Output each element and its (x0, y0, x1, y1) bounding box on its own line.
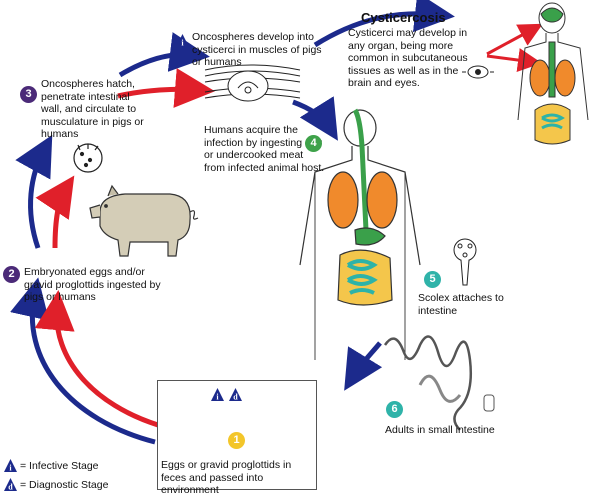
step-3-badge: 3 (20, 86, 37, 103)
arrow-2-to-3-blue (15, 134, 53, 249)
cycle-arrow-left-red (34, 290, 159, 428)
svg-text:i: i (216, 393, 219, 402)
arrow-2-to-3-red (35, 175, 75, 249)
svg-text:d: d (233, 393, 238, 402)
step-2-badge: 2 (3, 266, 20, 283)
human-small (517, 2, 589, 145)
eye-cyst (462, 65, 494, 79)
legend-infective-label: = Infective Stage (20, 460, 99, 472)
arrow-to-human (292, 96, 338, 141)
human-large (299, 108, 421, 360)
cycle-arrow-left-blue (10, 277, 156, 445)
step-2-text: Embryonated eggs and/or gravid proglotti… (24, 266, 161, 303)
step-3-text: Oncospheres hatch, penetrate intestinal … (41, 78, 144, 140)
adult-tapeworm (383, 335, 495, 431)
step-5-text: Scolex attaches to intestine (418, 292, 504, 317)
step-4-badge: 4 (305, 135, 322, 152)
diagnostic-stage-icon: d (228, 387, 243, 402)
legend-diagnostic-icon: d (3, 477, 18, 492)
step-4-text: Humans acquire the infection by ingestin… (204, 124, 325, 174)
oncosphere-note: Oncospheres develop into cysticerci in m… (192, 31, 322, 68)
step-1-badge: 1 (228, 432, 245, 449)
infective-stage-icon: i (175, 33, 190, 48)
svg-text:i: i (9, 464, 12, 473)
svg-text:d: d (8, 483, 13, 492)
arrow-3-to-top-red (117, 68, 215, 108)
arrow-to-feces-box (344, 341, 383, 391)
legend-infective-icon: i (3, 458, 18, 473)
cysticercosis-title: Cysticercosis (361, 10, 446, 25)
pig-illustration (89, 184, 199, 257)
step-6-badge: 6 (386, 401, 403, 418)
arrow-to-cysticercosis (313, 0, 455, 48)
arrow-3-to-top-blue (118, 32, 210, 78)
oncosphere (73, 143, 103, 173)
step-5-badge: 5 (424, 271, 441, 288)
svg-text:i: i (181, 39, 184, 48)
legend-diagnostic-label: = Diagnostic Stage (20, 479, 109, 491)
infective-stage-icon: i (210, 387, 225, 402)
step-6-text: Adults in small intestine (385, 424, 495, 436)
cysticercosis-text: Cysticerci may develop in any organ, bei… (348, 27, 468, 89)
scolex (453, 238, 477, 286)
muscle-cysticercus (204, 64, 301, 102)
step-1-text: Eggs or gravid proglottids in feces and … (161, 459, 292, 496)
